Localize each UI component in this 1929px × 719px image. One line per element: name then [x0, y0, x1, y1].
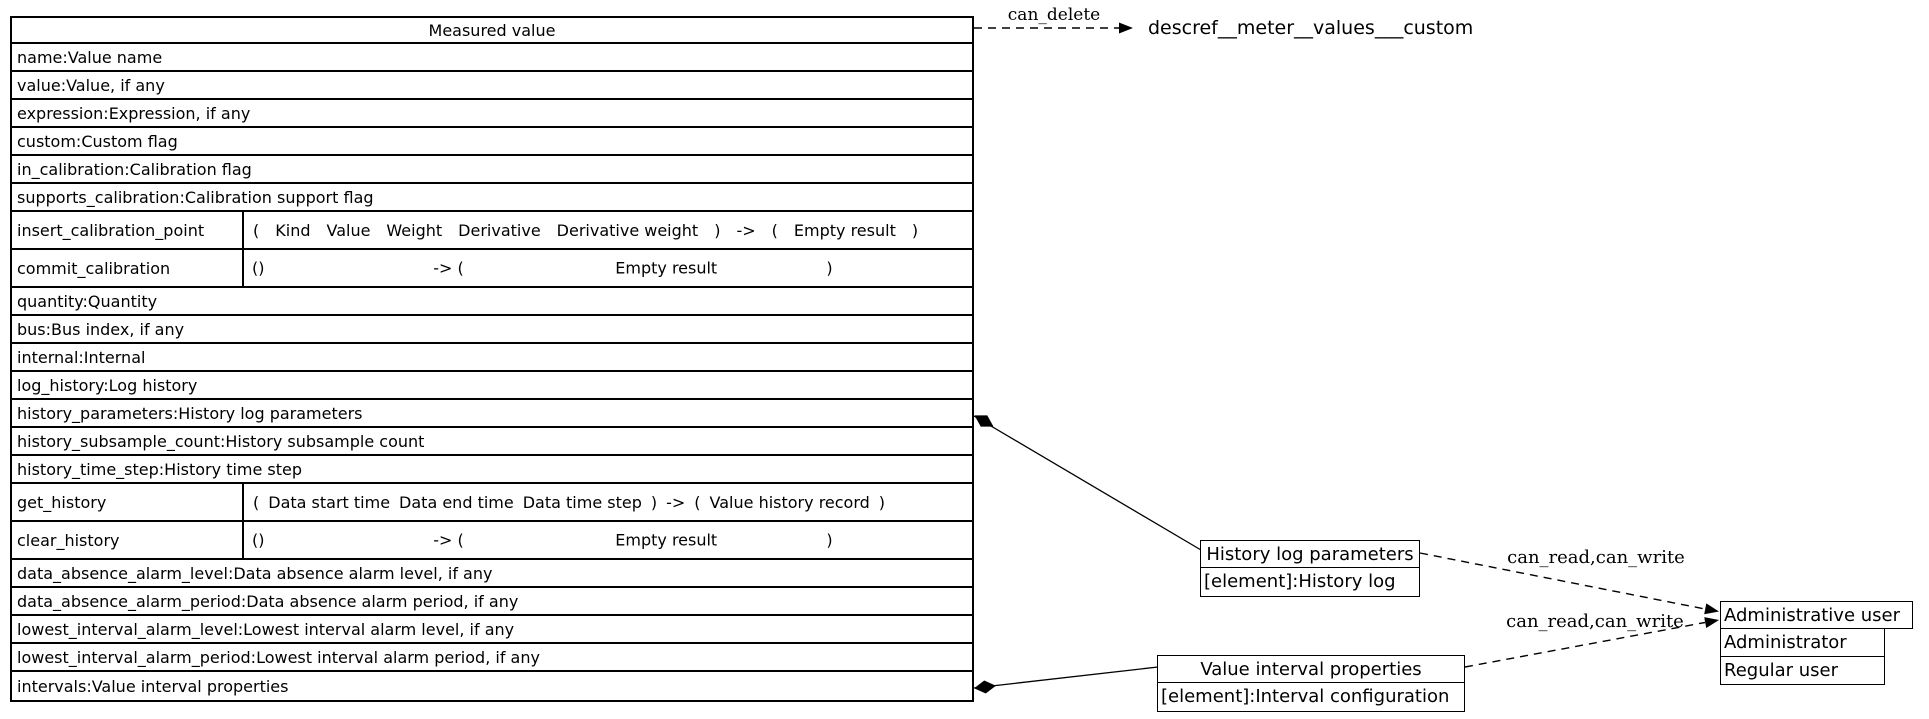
method-name: clear_history — [12, 522, 244, 558]
method-row-clear_history: clear_history () -> ( Empty result) — [12, 522, 972, 560]
external-ref-label: descref__meter__values___custom — [1148, 17, 1474, 39]
signature-token: Value history record — [709, 492, 870, 512]
element-row: [element]:History log — [1204, 570, 1396, 592]
field-row-log_history: log_history:Log history — [12, 372, 972, 400]
history-log-parameters-node: History log parameters [element]:History… — [1200, 540, 1420, 597]
signature-token: Value — [326, 220, 371, 240]
field-row-intervals: intervals:Value interval properties — [17, 676, 289, 696]
signature-token: Derivative weight — [556, 220, 699, 240]
field-row-in_calibration: in_calibration:Calibration flag — [12, 156, 972, 184]
signature-token: ) — [911, 220, 919, 240]
signature-token: ( — [253, 220, 260, 240]
method-signature: ( Data start time Data end time Data time s… — [244, 484, 972, 520]
field-row-history_time_step: history_time_step:History time step — [12, 456, 972, 484]
signature-token: Data time step — [522, 492, 642, 512]
arrowhead-icon — [1704, 617, 1719, 628]
signature-token: ) — [650, 492, 658, 512]
method-signature: () -> ( Empty result) — [244, 522, 972, 558]
admin-row-regular-user: Regular user — [1724, 659, 1839, 681]
field-row-history_subsample_count: history_subsample_count:History subsampl… — [12, 428, 972, 456]
method-row-insert_calibration_point: insert_calibration_point ( Kind Value Weight… — [12, 212, 972, 250]
field-row-bus: bus:Bus index, if any — [12, 316, 972, 344]
field-row-lowest_interval_alarm_period: lowest_interval_alarm_period:Lowest inte… — [12, 644, 972, 672]
method-signature: () -> ( Empty result) — [244, 250, 972, 286]
arrowhead-icon — [1704, 603, 1719, 615]
signature-token: ( — [253, 492, 260, 512]
signature-token: ) — [878, 492, 886, 512]
signature-token: ) — [826, 530, 833, 550]
admin-row-administrator: Administrator — [1721, 629, 1884, 657]
field-row-data_absence_alarm_period: data_absence_alarm_period:Data absence a… — [12, 588, 972, 616]
signature-token: -> — [736, 220, 756, 240]
field-row-name: name:Value name — [12, 44, 972, 72]
field-row-expression: expression:Expression, if any — [12, 100, 972, 128]
field-row-internal: internal:Internal — [12, 344, 972, 372]
arrowhead-icon — [1119, 22, 1133, 34]
signature-token: () — [252, 530, 265, 550]
signature-token: Derivative — [458, 220, 541, 240]
element-row: [element]:Interval configuration — [1161, 685, 1450, 707]
field-row-data_absence_alarm_level: data_absence_alarm_level:Data absence al… — [12, 560, 972, 588]
field-row-custom: custom:Custom flag — [12, 128, 972, 156]
signature-token: -> ( — [433, 258, 464, 278]
signature-token: () — [252, 258, 265, 278]
node-title: History log parameters — [1201, 541, 1419, 568]
composition-diamond-icon — [974, 415, 994, 427]
signature-token: ( — [694, 492, 701, 512]
history-parameters-edge — [973, 415, 1202, 551]
signature-token: ) — [714, 220, 721, 240]
field-row-supports_calibration: supports_calibration:Calibration support… — [12, 184, 972, 212]
signature-token: -> — [666, 492, 686, 512]
node-title: Measured value — [12, 18, 972, 44]
field-row-quantity: quantity:Quantity — [12, 288, 972, 316]
method-name: get_history — [12, 484, 244, 520]
intervals-edge — [973, 666, 1159, 689]
signature-token: Data start time — [268, 492, 391, 512]
field-row-value: value:Value, if any — [12, 72, 972, 100]
method-name: commit_calibration — [12, 250, 244, 286]
method-row-get_history: get_history ( Data start time Data end time… — [12, 484, 972, 522]
signature-token: Kind — [275, 220, 311, 240]
signature-token: Data end time — [399, 492, 514, 512]
value-interval-properties-node: Value interval properties [element]:Inte… — [1157, 655, 1465, 712]
edge-label-can-read-can-write: can_read,can_write — [1506, 611, 1684, 632]
administrative-user-node-title: Administrative user — [1720, 601, 1913, 629]
signature-token: -> ( — [433, 530, 464, 550]
method-signature: ( Kind Value Weight Derivative Derivative wei… — [244, 212, 972, 248]
signature-token: ) — [826, 258, 833, 278]
node-title: Value interval properties — [1158, 656, 1464, 683]
method-row-commit_calibration: commit_calibration () -> ( Empty result) — [12, 250, 972, 288]
signature-token: ( — [771, 220, 778, 240]
edge-label-can-delete: can_delete — [1007, 5, 1101, 25]
method-name: insert_calibration_point — [12, 212, 244, 248]
signature-token: Empty result — [615, 258, 718, 278]
signature-token: Weight — [386, 220, 443, 240]
field-row-lowest_interval_alarm_level: lowest_interval_alarm_level:Lowest inter… — [12, 616, 972, 644]
signature-token: Empty result — [793, 220, 896, 240]
composition-diamond-icon — [974, 680, 996, 694]
edge-label-can-read-can-write: can_read,can_write — [1507, 547, 1685, 568]
field-row-history_parameters: history_parameters:History log parameter… — [12, 400, 972, 428]
signature-token: Empty result — [615, 530, 718, 550]
